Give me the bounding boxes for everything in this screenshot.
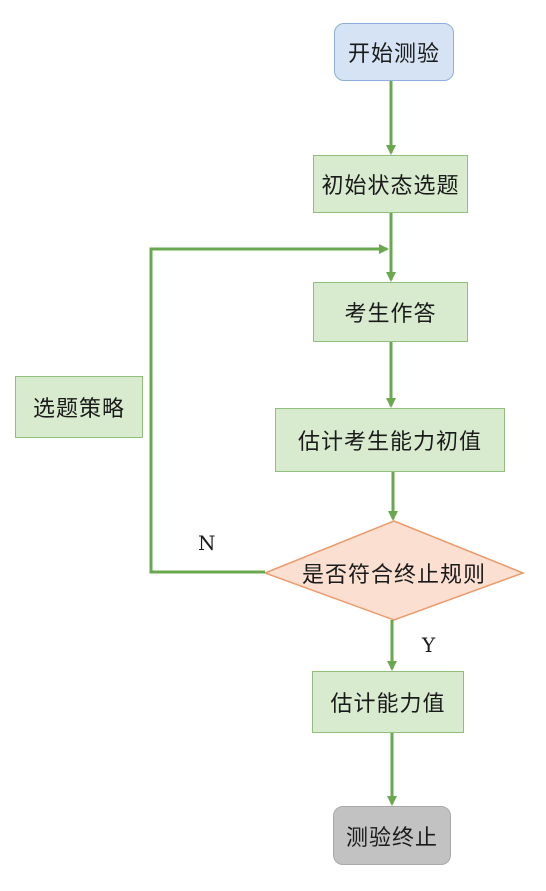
arrow-loop-no <box>149 244 389 574</box>
estimate-initial-label: 估计考生能力初值 <box>297 430 482 455</box>
initial-selection-label: 初始状态选题 <box>321 174 460 199</box>
end-label: 测验终止 <box>345 825 438 851</box>
start-node: 开始测验 <box>334 23 454 81</box>
decision-label: 是否符合终止规则 <box>301 563 486 588</box>
candidate-answer-label: 考生作答 <box>344 302 437 327</box>
end-node: 测验终止 <box>333 806 451 865</box>
yes-edge-label: Y <box>422 633 436 657</box>
no-edge-label: N <box>198 531 216 555</box>
decision-diamond <box>262 520 526 621</box>
initial-selection-node: 初始状态选题 <box>313 155 468 213</box>
candidate-answer-node: 考生作答 <box>313 282 468 342</box>
strategy-node: 选题策略 <box>15 376 143 438</box>
strategy-label: 选题策略 <box>32 397 125 422</box>
final-estimate-node: 估计能力值 <box>312 671 464 733</box>
estimate-initial-node: 估计考生能力初值 <box>275 408 505 472</box>
final-estimate-label: 估计能力值 <box>330 692 446 717</box>
start-label: 开始测验 <box>347 42 440 67</box>
